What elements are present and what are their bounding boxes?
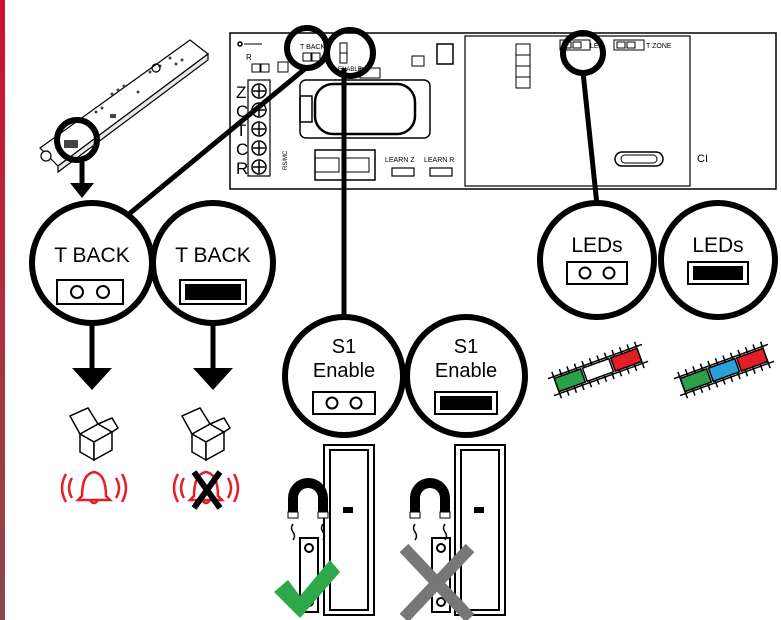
leds-open-circle: LEDs (537, 200, 657, 320)
board-label-led: LED (590, 43, 604, 50)
s1-closed-label-1: S1 (454, 336, 478, 358)
board-label-ci: CI (697, 153, 708, 165)
terminal-label-1: Z (236, 83, 246, 102)
magnet-icon (409, 478, 451, 541)
terminal-label-4: C (236, 140, 248, 159)
board-label-learn-z: LEARN Z (385, 157, 415, 164)
down-arrow-icon (70, 183, 94, 198)
leds-closed-label: LEDs (692, 234, 743, 257)
led-strip-icon (673, 341, 775, 399)
jumper-open-icon (56, 279, 124, 305)
board-label-tzone: T ZONE (646, 43, 672, 50)
pcb-module (39, 39, 209, 174)
highlight-circles (54, 25, 606, 163)
cross-icon (191, 470, 223, 510)
checkmark-icon (274, 560, 340, 618)
door-sensor-icon (431, 444, 506, 616)
terminal-label-3: T (236, 121, 246, 140)
jumper-open-icon (566, 261, 628, 285)
door-sensor-icon (299, 444, 375, 616)
tamper-box-icon (68, 407, 120, 462)
alarm-bell-icon (60, 470, 128, 505)
tback-closed-label: T BACK (175, 244, 250, 267)
main-board (229, 32, 777, 190)
terminal-screws (251, 83, 267, 175)
terminal-label-5: R (236, 159, 248, 178)
tback-open-circle: T BACK (29, 200, 155, 326)
tamper-box-icon (180, 407, 232, 462)
leds-closed-circle: LEDs (658, 200, 778, 320)
s1-closed-label-2: Enable (435, 360, 497, 382)
s1-open-circle: S1 Enable (282, 314, 406, 438)
board-label-r: R (246, 53, 252, 62)
board-label-enable: ENABLE (338, 67, 362, 73)
magnet-icon (287, 478, 329, 541)
s1-closed-circle: S1 Enable (404, 314, 528, 438)
board-label-learn-r: LEARN R (424, 157, 454, 164)
board-label-tback: T BACK (300, 44, 325, 51)
leds-open-label: LEDs (571, 234, 622, 257)
accent-bar (0, 0, 5, 620)
connector-lines (79, 66, 600, 323)
tback-closed-circle: T BACK (150, 200, 276, 326)
board-label-rsmc: RS/MC (283, 150, 289, 170)
led-strip-icon (547, 341, 649, 399)
tback-open-label: T BACK (54, 244, 129, 267)
alarm-bell-icon (172, 470, 240, 505)
s1-open-label-2: Enable (313, 360, 375, 382)
cross-icon (399, 543, 475, 620)
s1-open-label-1: S1 (332, 336, 356, 358)
jumper-open-icon (312, 391, 376, 415)
tback-arrows (72, 323, 233, 390)
